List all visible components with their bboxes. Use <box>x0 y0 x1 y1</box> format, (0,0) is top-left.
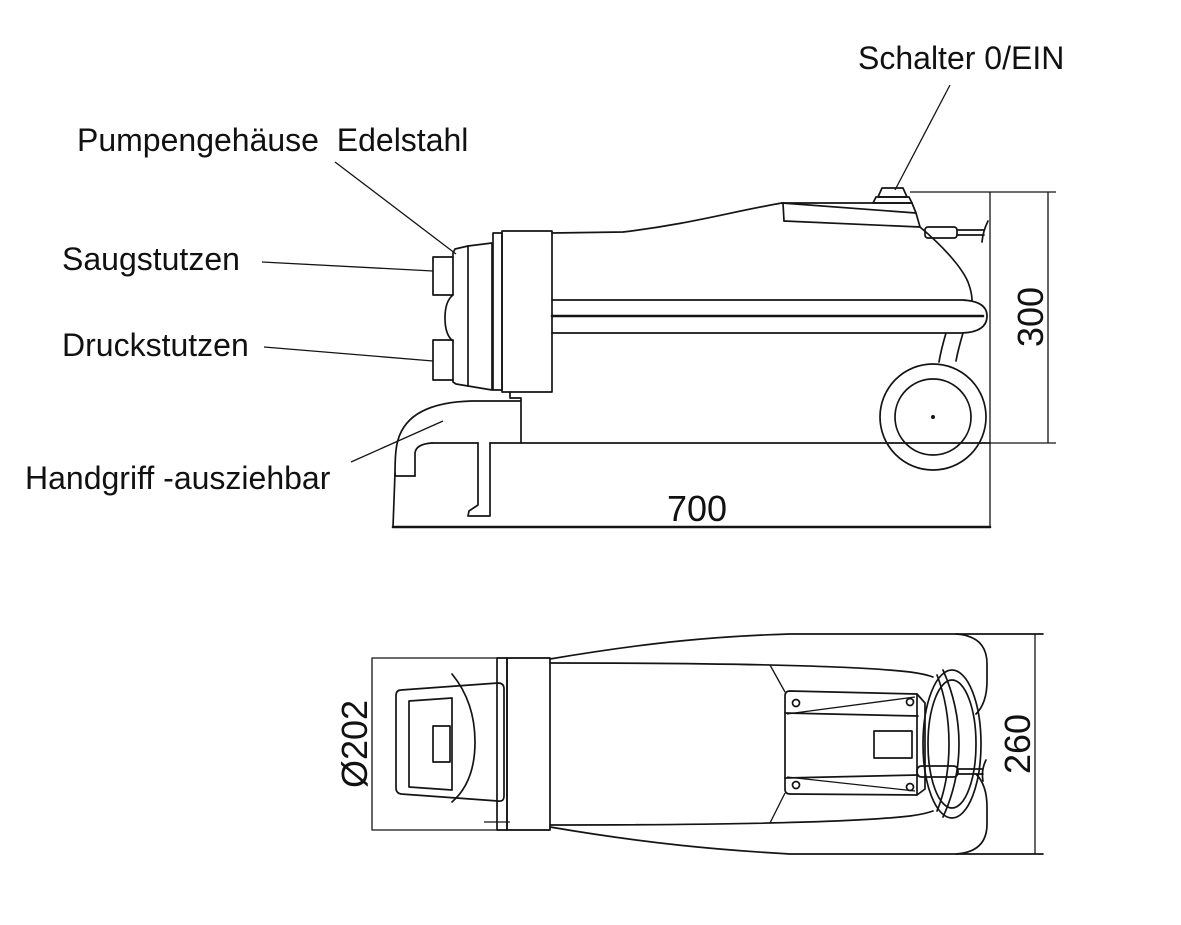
housing-top-view <box>371 657 551 831</box>
housing-inner-frame <box>408 697 453 791</box>
wheel-arch-inner-arc <box>936 674 950 812</box>
housing-cap-dome <box>444 294 454 342</box>
inner-bottom-line <box>549 810 934 826</box>
outer-bottom-line <box>549 826 1044 855</box>
body-top-view <box>549 633 1044 855</box>
screw-bottom-left <box>791 780 801 790</box>
leader-pressure-port <box>263 346 434 362</box>
leader-pump-housing <box>334 161 457 255</box>
leader-handle <box>350 420 444 463</box>
housing-flange-wide <box>501 230 553 393</box>
leader-suction-port <box>261 261 434 272</box>
dimension-text-260: 260 <box>997 714 1038 774</box>
screw-top-right <box>905 697 915 707</box>
plate-band-bottom-diagonal <box>786 776 916 792</box>
body-top-edge <box>551 202 783 234</box>
pull-handle <box>394 400 522 477</box>
top-down-view-dimensions: 260 Ø202 <box>334 634 1038 854</box>
side-view-dimensions: 300 700 <box>667 191 1056 529</box>
wheel <box>879 363 987 471</box>
dimension-text-700: 700 <box>667 488 727 529</box>
rail-outline <box>551 299 988 334</box>
carry-rail <box>550 299 988 363</box>
base-chassis <box>391 442 992 529</box>
screw-top-left <box>791 698 801 708</box>
dimension-text-300: 300 <box>1010 287 1051 347</box>
suction-port-stub <box>432 256 454 296</box>
base-left-edge <box>392 472 396 528</box>
axle-break-mark <box>981 759 987 782</box>
leader-switch <box>894 84 951 191</box>
housing-ring <box>467 242 493 391</box>
plate-band-top-diagonal <box>786 696 916 715</box>
wheel-tire <box>879 363 987 471</box>
body-panel-bottom <box>783 220 921 228</box>
body-panel-right-edge <box>915 212 921 228</box>
body-right-edge <box>919 226 973 301</box>
cable-break-mark <box>981 220 989 243</box>
part-labels: Schalter 0/EIN Pumpengehäuse Edelstahl S… <box>25 40 1064 496</box>
housing-cap-top <box>452 245 469 258</box>
handle-inner-curve <box>414 442 433 477</box>
mounting-plate <box>784 690 926 796</box>
label-pressure-port: Druckstutzen <box>62 327 249 363</box>
housing-port-square <box>432 725 451 763</box>
wheel-ellipse-inner <box>927 679 977 809</box>
housing-extent-box <box>371 657 550 831</box>
taper-connector-bottom <box>769 792 786 824</box>
switch-cap <box>877 187 908 198</box>
power-switch <box>872 187 913 204</box>
housing-dome-arc <box>451 673 476 803</box>
screw-bottom-right <box>905 782 915 792</box>
housing-flange-narrow <box>492 232 503 391</box>
housing-cap-bottom <box>452 379 469 387</box>
plate-square-hole <box>873 730 913 759</box>
housing-pedestal-step <box>509 391 522 444</box>
plate-band-top <box>784 712 919 717</box>
plate-band-bottom <box>784 774 919 779</box>
dimension-text-diameter: Ø202 <box>334 700 375 788</box>
axle-bar <box>916 759 987 782</box>
power-cable <box>924 220 989 243</box>
body-panel-left-edge <box>782 202 785 222</box>
housing-cap-outline <box>395 682 505 802</box>
handle-outer-curve <box>394 400 522 477</box>
cable-gland <box>924 226 958 239</box>
body-panel-top <box>781 202 917 214</box>
axle-pill <box>916 765 959 778</box>
pump-body <box>551 202 973 301</box>
switch-base <box>872 196 913 204</box>
inner-top-line <box>549 662 934 678</box>
plate-outline <box>784 690 926 796</box>
outer-top-line <box>549 633 1044 660</box>
wheel-axle-center <box>931 415 935 419</box>
wheel-rim <box>894 378 972 456</box>
taper-connector-top <box>769 664 786 693</box>
side-view <box>391 187 992 529</box>
wheel-top-view <box>922 669 982 819</box>
support-leg <box>467 442 491 517</box>
pump-housing <box>432 230 553 444</box>
label-switch: Schalter 0/EIN <box>858 40 1064 76</box>
wheel-fork-left <box>938 332 947 363</box>
wheel-ellipse-outer <box>922 669 982 819</box>
corner-lobe-top <box>955 633 988 715</box>
wheel-fork-right <box>955 332 964 362</box>
corner-lobe-bottom <box>955 773 988 855</box>
label-pump-housing: Pumpengehäuse Edelstahl <box>77 122 468 158</box>
pressure-port-stub <box>432 339 454 381</box>
label-handle: Handgriff -ausziehbar <box>25 460 331 496</box>
label-suction-port: Saugstutzen <box>62 241 240 277</box>
top-down-view <box>371 633 1044 855</box>
wheel-arch-outer-arc <box>942 669 960 818</box>
body-panel-step <box>911 202 917 214</box>
flange-strip-wide <box>506 657 551 831</box>
